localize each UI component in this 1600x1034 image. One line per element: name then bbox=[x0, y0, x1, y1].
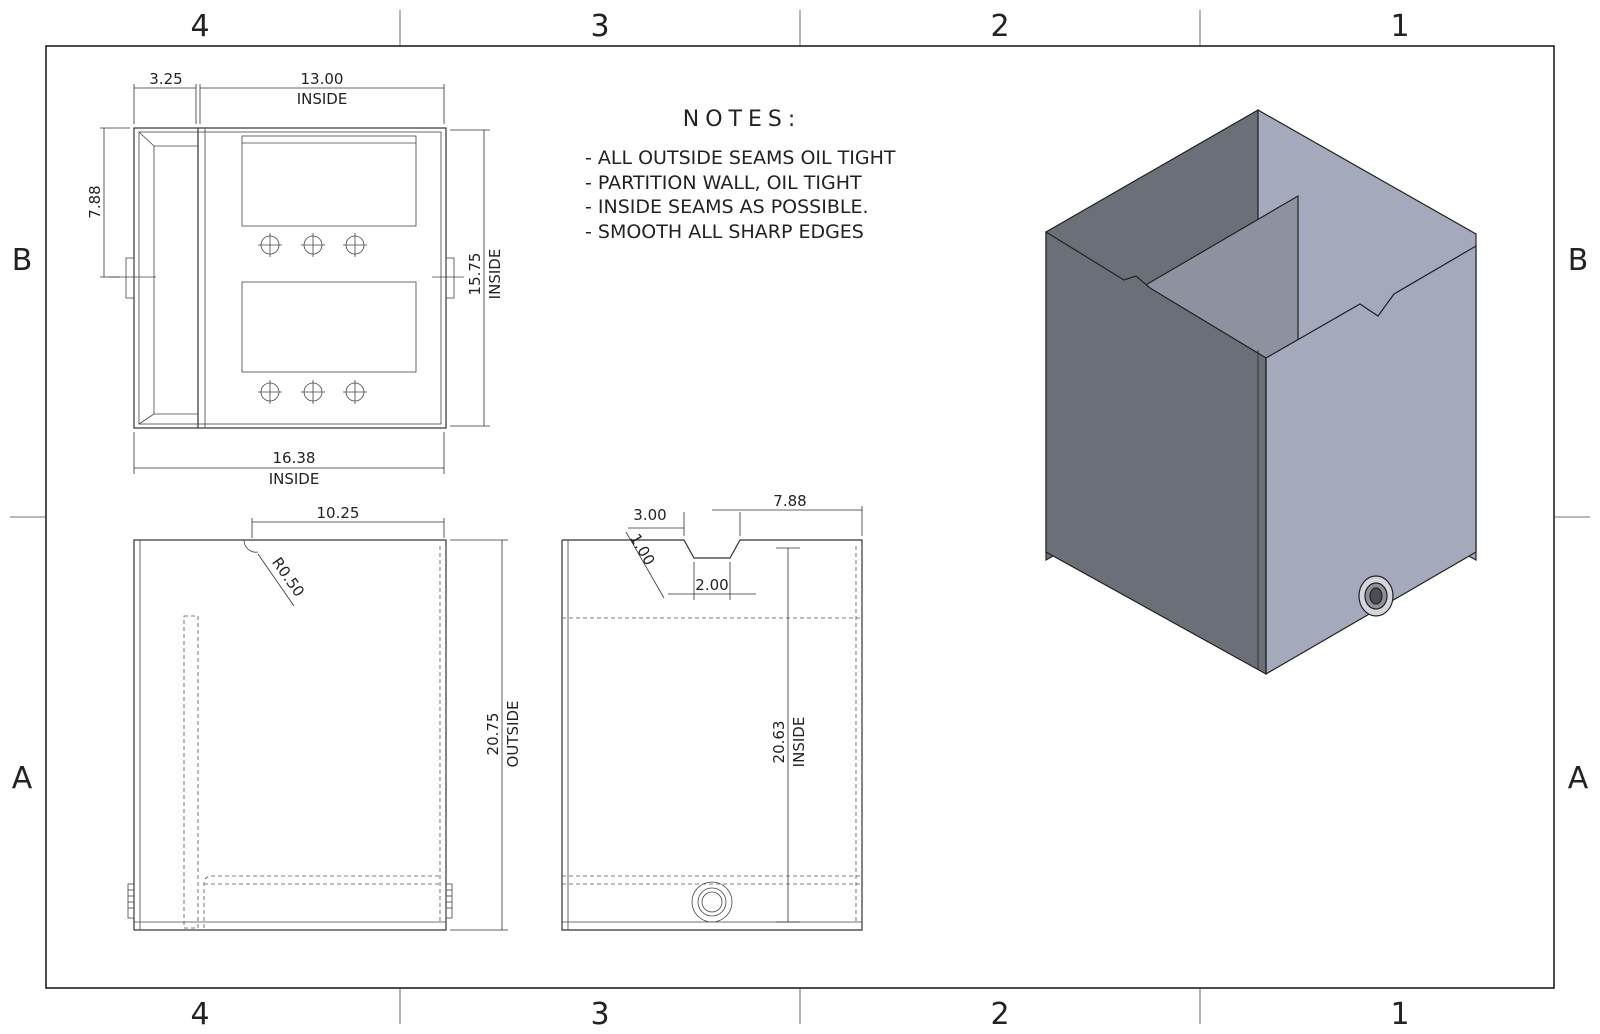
zone-row-a-left: A bbox=[12, 761, 33, 796]
zone-col-2-bottom: 2 bbox=[990, 997, 1009, 1032]
side-view: 3.00 7.88 1.00 2.00 20.63 INSIDE bbox=[561, 492, 863, 931]
side-dim-notch-top: 3.00 bbox=[633, 506, 666, 524]
iso-right-face bbox=[1265, 244, 1477, 676]
zone-col-1-bottom: 1 bbox=[1390, 997, 1409, 1032]
zone-row-b-right: B bbox=[1568, 243, 1589, 278]
top-dim-depth-label: INSIDE bbox=[486, 249, 504, 300]
top-view: 3.25 13.00 INSIDE 7.88 15.75 INSIDE 16.3… bbox=[86, 70, 504, 488]
top-dim-length: 16.38 bbox=[273, 449, 316, 467]
notes-block: NOTES: - ALL OUTSIDE SEAMS OIL TIGHT - P… bbox=[585, 107, 896, 243]
front-dim-height-label: OUTSIDE bbox=[504, 701, 522, 768]
side-dim-notch-pos: 7.88 bbox=[773, 492, 806, 510]
front-dim-notch-pos: 10.25 bbox=[317, 504, 360, 522]
notes-title: NOTES: bbox=[683, 107, 802, 132]
top-dim-width: 13.00 bbox=[301, 70, 344, 88]
top-dim-partition: 7.88 bbox=[86, 185, 104, 218]
note-item: - ALL OUTSIDE SEAMS OIL TIGHT bbox=[585, 147, 896, 169]
top-dim-compartment: 3.25 bbox=[149, 70, 182, 88]
top-dim-width-label: INSIDE bbox=[297, 90, 348, 108]
zone-col-1-top: 1 bbox=[1390, 9, 1409, 44]
zone-col-3-bottom: 3 bbox=[590, 997, 609, 1032]
zone-ticks bbox=[10, 10, 1590, 1024]
front-view: 10.25 R0.50 20.75 OUTSIDE bbox=[127, 504, 522, 931]
iso-drain-fitting bbox=[1358, 575, 1394, 617]
zone-col-4-bottom: 4 bbox=[190, 997, 209, 1032]
zone-row-a-right: A bbox=[1568, 761, 1589, 796]
zone-col-2-top: 2 bbox=[990, 9, 1009, 44]
note-item: - SMOOTH ALL SHARP EDGES bbox=[585, 221, 864, 243]
zone-col-4-top: 4 bbox=[190, 9, 209, 44]
iso-left-face bbox=[1045, 230, 1267, 676]
side-dim-notch-depth: 1.00 bbox=[626, 531, 658, 569]
top-dim-depth: 15.75 bbox=[466, 253, 484, 296]
side-dim-height: 20.63 bbox=[770, 721, 788, 764]
side-dim-notch-bottom: 2.00 bbox=[695, 576, 728, 594]
isometric-view bbox=[1045, 108, 1477, 676]
front-dim-height: 20.75 bbox=[484, 713, 502, 756]
side-dim-height-label: INSIDE bbox=[790, 717, 808, 768]
note-item: - PARTITION WALL, OIL TIGHT bbox=[585, 172, 862, 194]
zone-row-b-left: B bbox=[12, 243, 33, 278]
top-dim-length-label: INSIDE bbox=[269, 470, 320, 488]
zone-col-3-top: 3 bbox=[590, 9, 609, 44]
note-item: - INSIDE SEAMS AS POSSIBLE. bbox=[585, 196, 869, 218]
